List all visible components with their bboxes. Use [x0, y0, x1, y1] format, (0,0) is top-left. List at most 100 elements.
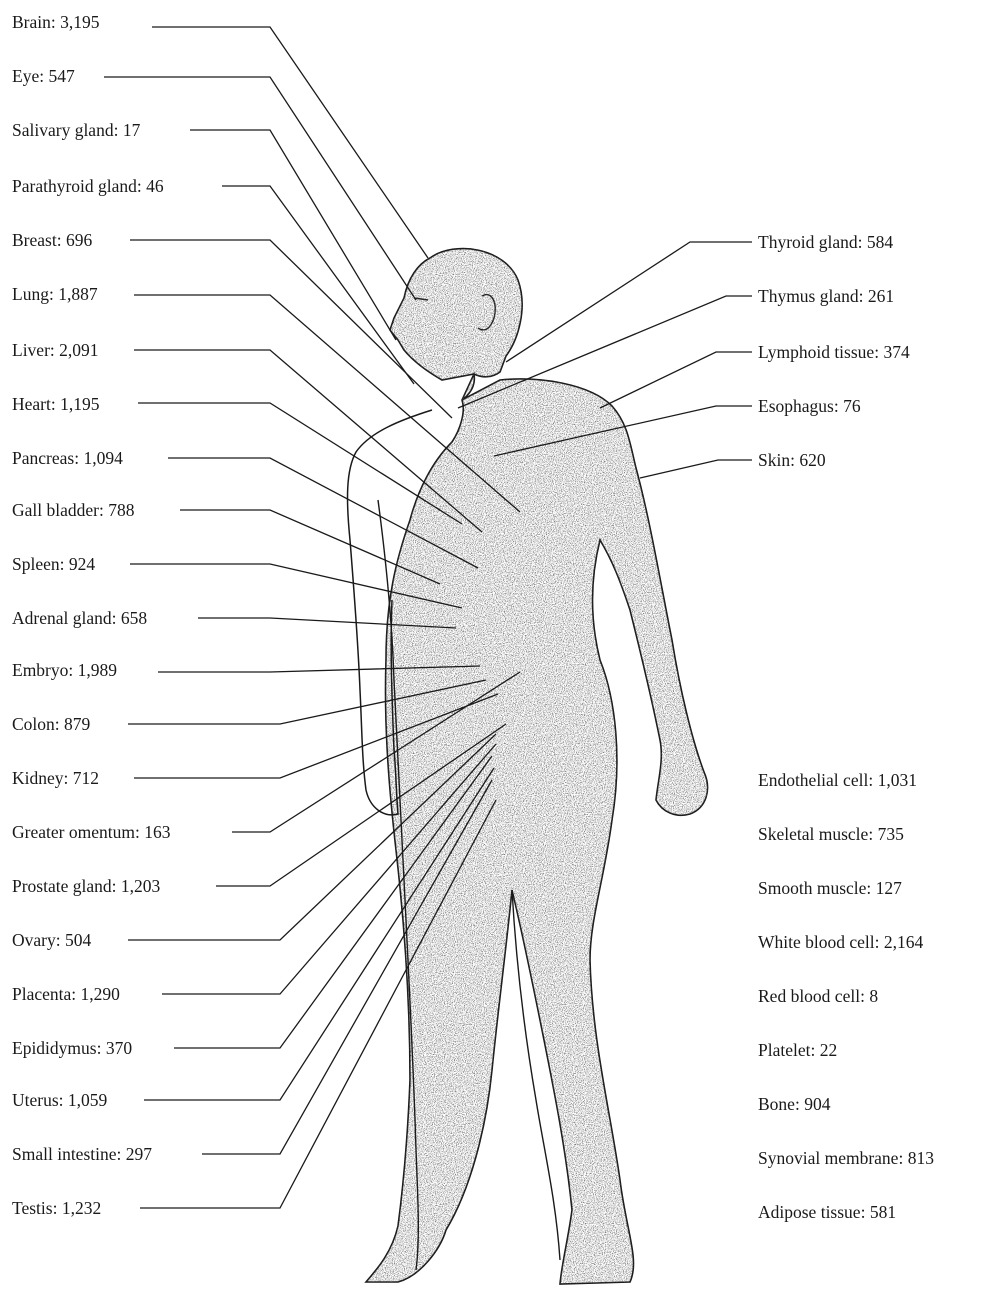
label-count: 504 [65, 930, 91, 950]
label-red-blood-cell: Red blood cell: 8 [758, 986, 878, 1006]
label-count: 17 [123, 120, 141, 140]
label-count: 1,094 [83, 448, 122, 468]
label-name: Parathyroid gland [12, 176, 137, 196]
label-count: 924 [69, 554, 95, 574]
label-separator: : [55, 714, 64, 734]
label-platelet: Platelet: 22 [758, 1040, 837, 1060]
label-separator: : [861, 1202, 870, 1222]
label-count: 22 [820, 1040, 838, 1060]
body-figure [348, 249, 708, 1284]
label-count: 163 [144, 822, 170, 842]
label-count: 547 [48, 66, 74, 86]
label-greater-omentum: Greater omentum: 163 [12, 822, 170, 842]
label-separator: : [858, 232, 867, 252]
label-name: Bone [758, 1094, 795, 1114]
label-name: Skin [758, 450, 790, 470]
label-name: Kidney [12, 768, 64, 788]
label-name: Colon [12, 714, 55, 734]
label-count: 297 [126, 1144, 152, 1164]
label-endothelial-cell: Endothelial cell: 1,031 [758, 770, 917, 790]
label-separator: : [71, 984, 80, 1004]
label-name: Eye [12, 66, 39, 86]
label-small-intestine: Small intestine: 297 [12, 1144, 152, 1164]
label-count: 76 [843, 396, 861, 416]
label-name: Smooth muscle [758, 878, 866, 898]
label-separator: : [112, 876, 121, 896]
label-count: 581 [870, 1202, 896, 1222]
label-name: Skeletal muscle [758, 824, 868, 844]
label-name: Small intestine [12, 1144, 117, 1164]
label-name: Thyroid gland [758, 232, 858, 252]
label-separator: : [68, 660, 77, 680]
label-name: Greater omentum [12, 822, 135, 842]
label-synovial-membrane: Synovial membrane: 813 [758, 1148, 934, 1168]
label-name: Platelet [758, 1040, 810, 1060]
label-count: 1,290 [81, 984, 120, 1004]
label-count: 2,091 [59, 340, 98, 360]
label-heart: Heart: 1,195 [12, 394, 100, 414]
label-breast: Breast: 696 [12, 230, 92, 250]
label-separator: : [112, 608, 121, 628]
label-separator: : [57, 230, 66, 250]
label-count: 1,195 [60, 394, 99, 414]
label-parathyroid-gland: Parathyroid gland: 46 [12, 176, 164, 196]
label-pancreas: Pancreas: 1,094 [12, 448, 123, 468]
label-separator: : [60, 554, 69, 574]
label-name: Breast [12, 230, 57, 250]
label-name: Brain [12, 12, 51, 32]
label-embryo: Embryo: 1,989 [12, 660, 117, 680]
label-name: Adipose tissue [758, 1202, 861, 1222]
label-adrenal-gland: Adrenal gland: 658 [12, 608, 147, 628]
label-uterus: Uterus: 1,059 [12, 1090, 107, 1110]
label-count: 712 [73, 768, 99, 788]
label-count: 1,887 [58, 284, 97, 304]
label-separator: : [875, 932, 884, 952]
label-count: 584 [867, 232, 893, 252]
leader-lymphoid [600, 352, 752, 408]
label-name: Red blood cell [758, 986, 860, 1006]
label-name: Synovial membrane [758, 1148, 898, 1168]
label-count: 620 [799, 450, 825, 470]
label-count: 46 [146, 176, 164, 196]
label-count: 261 [868, 286, 894, 306]
label-separator: : [64, 768, 73, 788]
label-epididymus: Epididymus: 370 [12, 1038, 132, 1058]
label-separator: : [117, 1144, 126, 1164]
label-count: 879 [64, 714, 90, 734]
label-separator: : [51, 12, 60, 32]
label-bone: Bone: 904 [758, 1094, 830, 1114]
label-count: 788 [108, 500, 134, 520]
label-skin: Skin: 620 [758, 450, 826, 470]
label-name: Lymphoid tissue [758, 342, 874, 362]
label-count: 374 [883, 342, 909, 362]
label-count: 2,164 [884, 932, 923, 952]
label-name: Embryo [12, 660, 68, 680]
label-separator: : [790, 450, 799, 470]
label-brain: Brain: 3,195 [12, 12, 100, 32]
head-stipple [390, 249, 522, 380]
label-colon: Colon: 879 [12, 714, 90, 734]
label-separator: : [866, 878, 875, 898]
label-adipose-tissue: Adipose tissue: 581 [758, 1202, 896, 1222]
label-name: Thymus gland [758, 286, 859, 306]
label-name: Gall bladder [12, 500, 99, 520]
label-count: 904 [804, 1094, 830, 1114]
label-count: 1,059 [68, 1090, 107, 1110]
label-count: 1,031 [878, 770, 917, 790]
label-name: Endothelial cell [758, 770, 868, 790]
label-separator: : [137, 176, 146, 196]
label-separator: : [59, 1090, 68, 1110]
label-prostate-gland: Prostate gland: 1,203 [12, 876, 160, 896]
label-name: Salivary gland [12, 120, 114, 140]
label-separator: : [868, 770, 877, 790]
label-name: Uterus [12, 1090, 59, 1110]
label-count: 696 [66, 230, 92, 250]
label-name: Ovary [12, 930, 56, 950]
label-name: Pancreas [12, 448, 74, 468]
label-name: Epididymus [12, 1038, 97, 1058]
label-count: 1,989 [78, 660, 117, 680]
label-count: 8 [869, 986, 878, 1006]
label-white-blood-cell: White blood cell: 2,164 [758, 932, 923, 952]
label-kidney: Kidney: 712 [12, 768, 99, 788]
label-count: 813 [908, 1148, 934, 1168]
